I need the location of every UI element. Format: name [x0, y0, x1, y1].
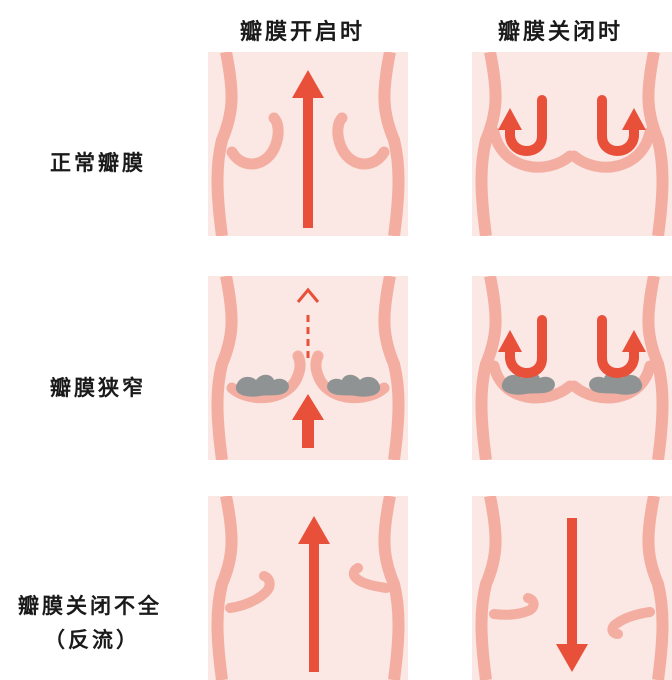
row-label-stenosis: 瓣膜狭窄 — [50, 372, 146, 402]
panel-stenosis-closed — [472, 276, 672, 460]
panel-normal-open — [208, 52, 408, 236]
row-label-normal: 正常瓣膜 — [50, 147, 146, 177]
panel-regurgitation-open — [208, 496, 408, 680]
column-header-closed: 瓣膜关闭时 — [498, 14, 623, 46]
panel-normal-closed — [472, 52, 672, 236]
row-sublabel-regurgitation: （反流） — [44, 624, 140, 654]
panel-regurgitation-closed — [472, 496, 672, 680]
panel-stenosis-open — [208, 276, 408, 460]
column-header-open: 瓣膜开启时 — [240, 14, 365, 46]
row-label-regurgitation: 瓣膜关闭不全 — [18, 590, 162, 620]
panel-background — [472, 276, 672, 460]
